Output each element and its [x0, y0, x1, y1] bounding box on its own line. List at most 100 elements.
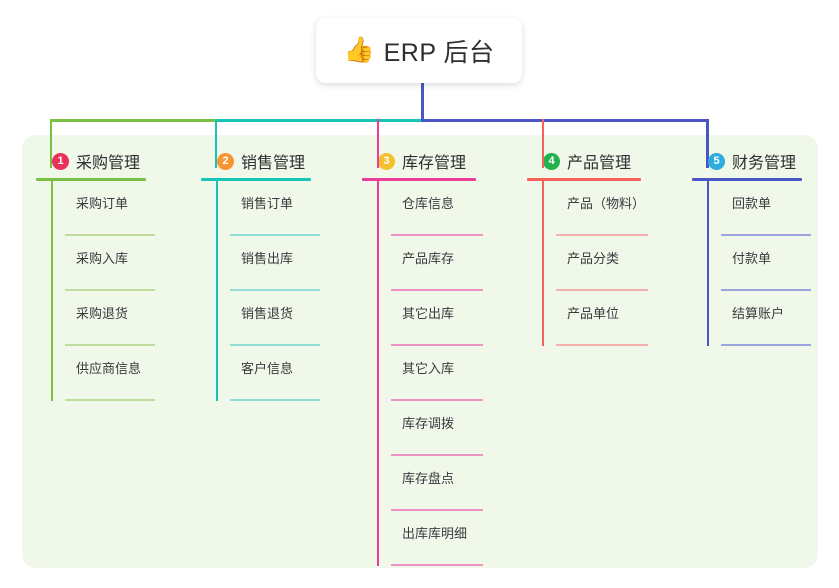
leaf-item[interactable]: 销售订单 [230, 181, 320, 236]
leaf-item-label: 付款单 [732, 251, 772, 266]
leaf-item[interactable]: 库存调拨 [391, 401, 483, 456]
leaf-item-rule [230, 234, 320, 236]
leaf-item[interactable]: 出库库明细 [391, 511, 483, 566]
branch-header-rule [527, 178, 641, 181]
leaf-item-rule [391, 454, 483, 456]
branch-title: 采购管理 [76, 155, 141, 172]
connector-bus-green [50, 119, 215, 122]
leaf-item-rule [65, 289, 155, 291]
leaf-item-rule [721, 344, 811, 346]
leaf-item[interactable]: 产品库存 [391, 236, 483, 291]
branch-number-badge: 3 [378, 152, 395, 170]
leaf-item-rule [391, 399, 483, 401]
branch-header-rule [692, 178, 802, 181]
branch-column-3: 3 库存管理仓库信息产品库存其它出库其它入库库存调拨库存盘点出库库明细 [362, 148, 483, 566]
leaf-item[interactable]: 采购入库 [65, 236, 155, 291]
leaf-item[interactable]: 产品单位 [556, 291, 648, 346]
leaf-item-label: 仓库信息 [402, 196, 455, 211]
leaf-item[interactable]: 回款单 [721, 181, 811, 236]
leaf-item-label: 结算账户 [732, 306, 785, 321]
connector-drop-4 [542, 119, 544, 168]
branch-number-badge: 5 [708, 152, 725, 170]
branch-header-2[interactable]: 2 销售管理 [201, 148, 311, 174]
branch-spine [707, 181, 709, 346]
leaf-item-label: 库存调拨 [402, 416, 455, 431]
branch-title: 销售管理 [241, 155, 306, 172]
leaf-item-label: 产品库存 [402, 251, 455, 266]
leaf-item-rule [391, 289, 483, 291]
branch-leaf-list: 销售订单销售出库销售退货客户信息 [216, 181, 320, 401]
branch-column-2: 2 销售管理销售订单销售出库销售退货客户信息 [201, 148, 320, 401]
leaf-item[interactable]: 采购退货 [65, 291, 155, 346]
branch-column-5: 5 财务管理回款单付款单结算账户 [692, 148, 811, 346]
leaf-item[interactable]: 产品分类 [556, 236, 648, 291]
thumbs-up-icon: 👍 [343, 36, 375, 64]
branch-spine [377, 181, 379, 566]
diagram-panel [22, 135, 818, 568]
leaf-item[interactable]: 付款单 [721, 236, 811, 291]
branch-header-rule [362, 178, 476, 181]
branch-number-badge: 2 [217, 152, 234, 170]
leaf-item-label: 库存盘点 [402, 471, 455, 486]
leaf-item-rule [65, 234, 155, 236]
leaf-item-label: 产品分类 [567, 251, 620, 266]
leaf-item[interactable]: 其它入库 [391, 346, 483, 401]
leaf-item-label: 回款单 [732, 196, 772, 211]
leaf-item-label: 销售退货 [241, 306, 294, 321]
branch-number-badge: 4 [543, 152, 560, 170]
branch-leaf-list: 产品（物料） 产品分类产品单位 [542, 181, 648, 346]
leaf-item-rule [65, 344, 155, 346]
root-node[interactable]: 👍 ERP 后台 [316, 18, 522, 83]
leaf-item[interactable]: 销售出库 [230, 236, 320, 291]
branch-title: 财务管理 [732, 155, 797, 172]
leaf-item[interactable]: 库存盘点 [391, 456, 483, 511]
branch-spine [542, 181, 544, 346]
leaf-item-rule [556, 344, 648, 346]
leaf-item-label: 采购退货 [76, 306, 129, 321]
connector-bus-indigo [421, 119, 708, 122]
connector-drop-5 [706, 119, 709, 168]
branch-header-3[interactable]: 3 库存管理 [362, 148, 476, 174]
leaf-item-rule [556, 289, 648, 291]
leaf-item-rule [230, 344, 320, 346]
leaf-item-label: 出库库明细 [402, 526, 468, 541]
leaf-item[interactable]: 销售退货 [230, 291, 320, 346]
leaf-item[interactable]: 客户信息 [230, 346, 320, 401]
branch-leaf-list: 仓库信息产品库存其它出库其它入库库存调拨库存盘点出库库明细 [377, 181, 483, 566]
branch-title: 库存管理 [402, 155, 467, 172]
branch-header-5[interactable]: 5 财务管理 [692, 148, 802, 174]
leaf-item[interactable]: 采购订单 [65, 181, 155, 236]
leaf-item-label: 销售出库 [241, 251, 294, 266]
leaf-item-label: 产品（物料） [567, 196, 646, 211]
branch-leaf-list: 回款单付款单结算账户 [707, 181, 811, 346]
leaf-item-label: 产品单位 [567, 306, 620, 321]
leaf-item-rule [230, 399, 320, 401]
connector-bus-teal [215, 119, 421, 122]
leaf-item-rule [391, 344, 483, 346]
leaf-item-label: 其它入库 [402, 361, 455, 376]
branch-leaf-list: 采购订单采购入库采购退货供应商信息 [51, 181, 155, 401]
leaf-item[interactable]: 供应商信息 [65, 346, 155, 401]
leaf-item-label: 其它出库 [402, 306, 455, 321]
leaf-item-rule [391, 509, 483, 511]
leaf-item-rule [230, 289, 320, 291]
connector-root-stem [421, 83, 424, 122]
leaf-item-rule [391, 234, 483, 236]
branch-header-rule [201, 178, 311, 181]
branch-header-rule [36, 178, 146, 181]
leaf-item[interactable]: 结算账户 [721, 291, 811, 346]
leaf-item-rule [721, 234, 811, 236]
leaf-item[interactable]: 产品（物料） [556, 181, 648, 236]
leaf-item-label: 采购入库 [76, 251, 129, 266]
connector-drop-1 [50, 119, 52, 168]
leaf-item-rule [65, 399, 155, 401]
branch-spine [216, 181, 218, 401]
leaf-item[interactable]: 仓库信息 [391, 181, 483, 236]
leaf-item-label: 销售订单 [241, 196, 294, 211]
leaf-item[interactable]: 其它出库 [391, 291, 483, 346]
